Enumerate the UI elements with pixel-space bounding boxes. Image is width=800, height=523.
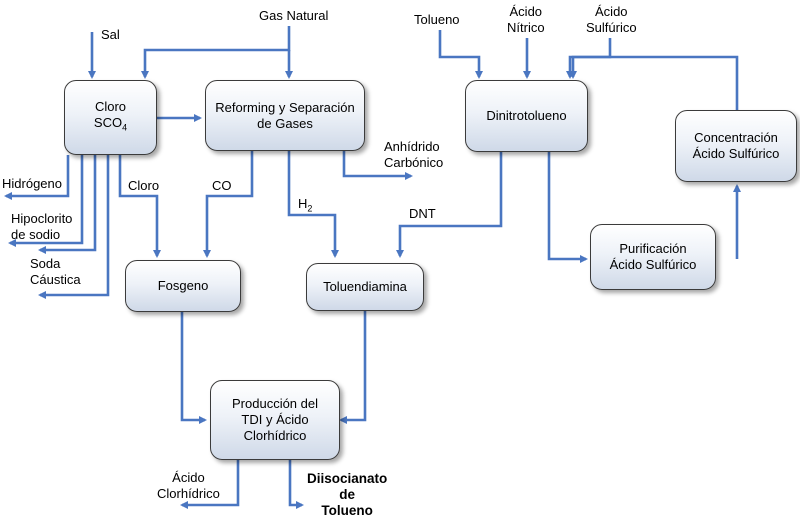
arrow-tolueno-to-dnt (438, 30, 483, 79)
arrow-to-acido-clorhidrico (180, 460, 240, 509)
arrow-dnt-to-toluendiamina (396, 152, 503, 258)
arrow-concentracion-to-dnt (566, 55, 739, 110)
arrow-cloro-to-fosgeno (118, 155, 161, 258)
arrow-to-soda (38, 155, 97, 254)
box-produccion: Producción del TDI y Ácido Clorhídrico (210, 380, 340, 460)
input-gas-natural: Gas Natural (259, 8, 329, 23)
label-acido-clorhidrico: Ácido Clorhídrico (157, 470, 220, 501)
label-h2: H2 (298, 196, 313, 214)
arrow-to-diisocianato (288, 460, 304, 509)
box-reforming: Reforming y Separación de Gases (205, 80, 365, 151)
arrow-to-hipoclorito (8, 155, 84, 247)
arrow-to-anhidrido (342, 151, 413, 180)
label-cloro-flow: Cloro (128, 178, 160, 193)
label-hipoclorito: Hipoclorito de sodio (11, 211, 73, 242)
label-co: CO (212, 178, 232, 193)
input-tolueno: Tolueno (414, 12, 460, 27)
box-dinitrotolueno: Dinitrotolueno (465, 80, 588, 152)
arrow-to-hidrogeno (4, 155, 70, 200)
box-fosgeno: Fosgeno (125, 260, 241, 312)
arrow-toluendiamina-to-produccion (339, 311, 367, 424)
arrow-gas-to-cloro (141, 26, 291, 79)
box-cloro: Cloro SCO4 (64, 80, 157, 155)
arrow-dnt-to-purificacion (547, 152, 588, 263)
arrow-to-soda-lower (38, 155, 110, 299)
box-concentracion: Concentración Ácido Sulfúrico (675, 110, 797, 182)
input-sal: Sal (101, 27, 120, 42)
box-toluendiamina: Toluendiamina (306, 263, 424, 311)
input-acido-nitrico: Ácido Nítrico (507, 4, 545, 35)
label-anhidrido-carbonico: Anhídrido Carbónico (384, 139, 444, 170)
label-hidrogeno: Hidrógeno (2, 176, 62, 191)
arrow-fosgeno-to-produccion (180, 311, 207, 424)
label-soda-caustica: Soda Cáustica (30, 256, 81, 287)
input-acido-sulfurico: Ácido Sulfúrico (586, 4, 637, 35)
arrow-co-to-fosgeno (203, 151, 254, 258)
box-purificacion: Purificación Ácido Sulfúrico (590, 224, 716, 290)
label-dnt: DNT (409, 206, 436, 221)
arrow-h2-to-toluendiamina (287, 151, 339, 258)
label-diisocianato-tolueno: Diisocianato de Tolueno (307, 471, 388, 518)
